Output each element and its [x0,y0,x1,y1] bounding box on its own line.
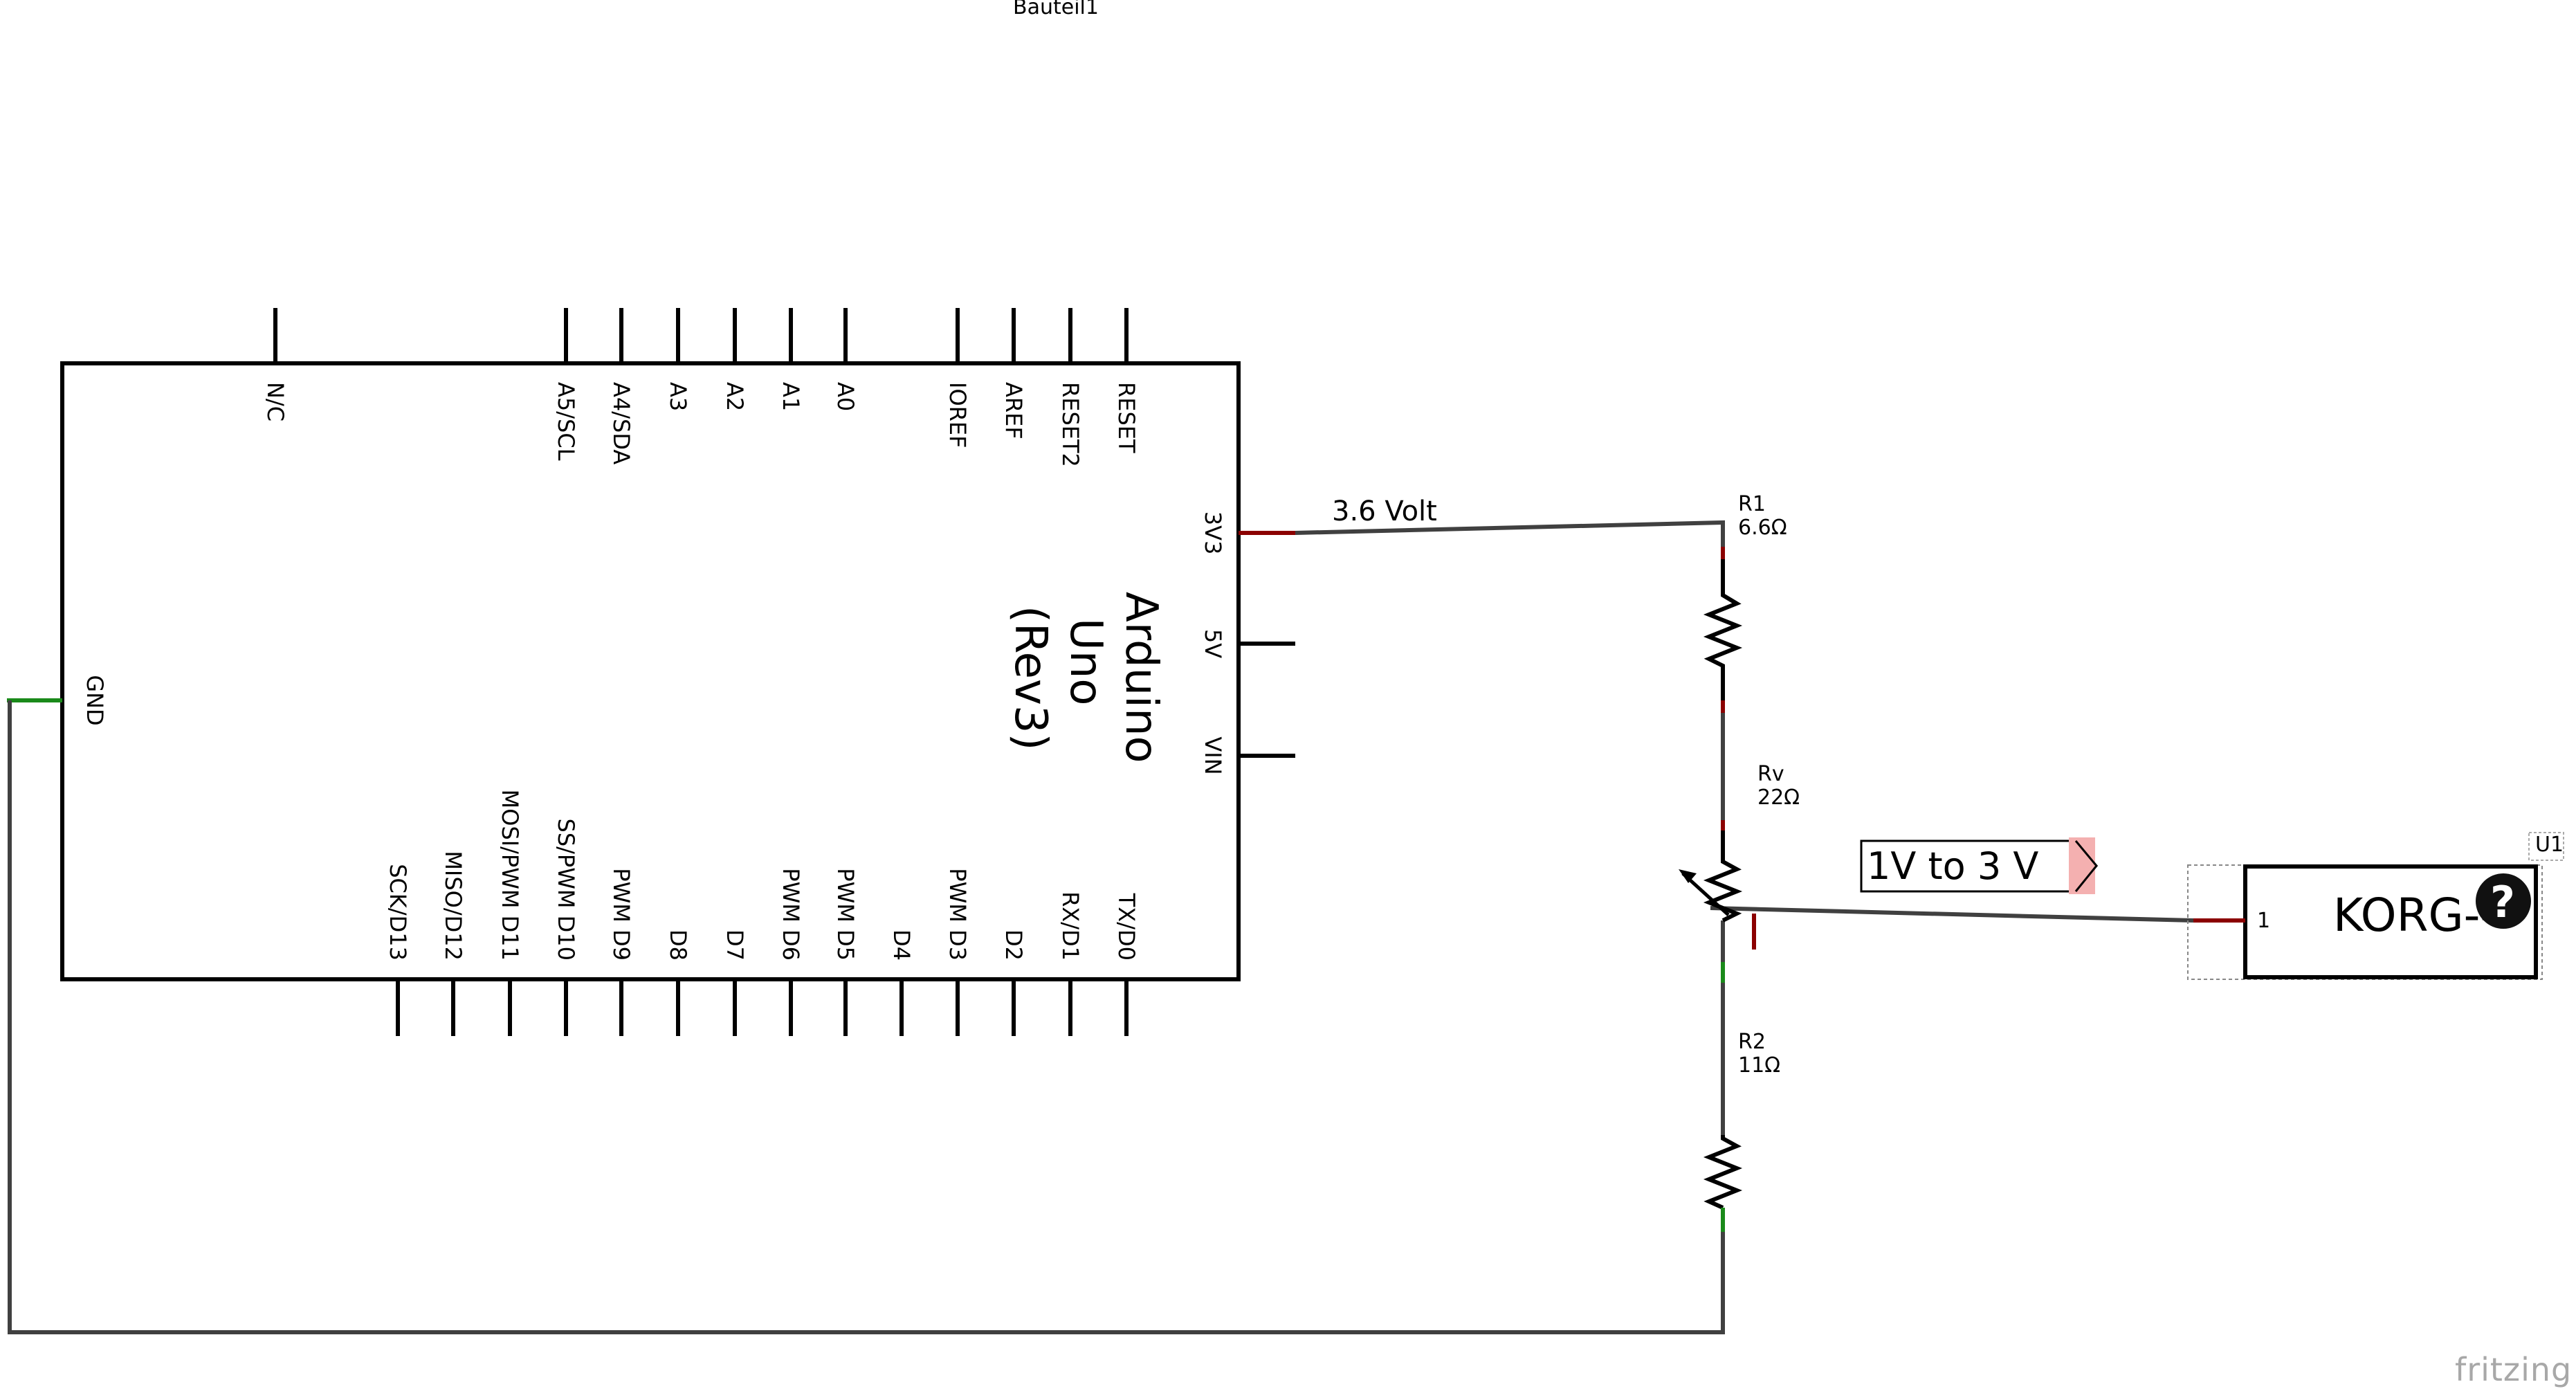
top-pin-label: AREF [1001,382,1027,439]
top-pin-label: RESET2 [1057,382,1084,467]
power-pins: 3V3 5V VIN [1200,511,1295,775]
u1-ref: U1 [2535,833,2564,857]
top-pin-label: A5/SCL [553,382,579,461]
question-mark-glyph: ? [2490,877,2515,927]
top-header-pins: N/C A5/SCL A4/SDA A3 A2 A1 A0 IOREF AREF RESET2 RE… [262,308,1140,467]
potentiometer-symbol [1703,820,1743,923]
net-label-output[interactable]: 1V to 3 V [1860,837,2098,894]
bottom-pin-label: SS/PWM D10 [553,819,579,961]
u1-label: KORG-- [2333,889,2496,942]
top-pin-label: IOREF [944,382,971,448]
net-label-highlight [2069,837,2095,894]
net-label-supply: 3.6 Volt [1332,496,1437,527]
board-name-line-1: Arduino [1115,592,1167,763]
bottom-pin-label: PWM D5 [832,868,859,961]
board-name-line-3: (Rev3) [1005,606,1056,751]
net-label-output-text: 1V to 3 V [1867,844,2038,888]
fritzing-logo: fritzing [2455,1351,2572,1388]
power-pin-label: 3V3 [1200,511,1226,555]
resistor-r2[interactable]: R2 11Ω [1703,962,1780,1232]
bottom-pin-label: TX/D0 [1113,893,1140,961]
top-pin-label: N/C [262,382,289,421]
top-pin-label: A2 [722,382,748,411]
resistor-r1[interactable]: R1 6.6Ω [1703,492,1787,713]
top-pin-label: A1 [778,382,804,411]
top-pin-label: RESET [1113,382,1140,453]
board-outline [60,361,1241,981]
bottom-pin-label: RX/D1 [1057,891,1084,961]
potentiometer-rv[interactable]: Rv 22Ω [1679,762,1800,950]
component-u1[interactable]: 1 KORG-- ? U1 [2187,832,2564,980]
wires [8,520,2194,1334]
bottom-pin-label: SCK/D13 [385,864,411,961]
r1-ref: R1 [1738,492,1766,516]
wire-3v3-to-r1[interactable] [1295,520,1725,547]
bottom-pin-label: MISO/D12 [440,851,466,961]
r2-ref: R2 [1738,1030,1766,1054]
top-pin-label: A0 [832,382,859,411]
wire-gnd-return[interactable] [8,700,1725,1334]
u1-pin-number: 1 [2257,909,2270,933]
question-mark-icon [2476,873,2531,929]
bottom-pin-label: D2 [1001,929,1027,961]
arduino-uno-board[interactable]: N/C A5/SCL A4/SDA A3 A2 A1 A0 IOREF AREF RESET2 RE… [7,308,1295,1036]
net-label-arrow-icon [2074,840,2098,892]
r1-value: 6.6Ω [1738,516,1787,540]
ground-pins: GND [7,675,108,726]
resistor-r1-symbol [1703,547,1743,713]
top-pin-label: A4/SDA [608,382,634,464]
board-name: Arduino Uno (Rev3) [1005,592,1167,763]
gnd-pin-label: GND [82,675,108,725]
board-name-line-2: Uno [1060,618,1111,706]
resistor-r2-symbol [1703,1135,1743,1210]
schematic-title: Bauteil1 [1013,0,1099,19]
rv-ref: Rv [1757,762,1784,786]
potentiometer-arrow-icon [1679,869,1697,883]
power-pin-label: VIN [1200,736,1226,774]
u1-ref-outline [2528,832,2564,861]
bottom-pin-label: D8 [665,929,691,961]
bottom-pin-label: PWM D6 [778,868,804,961]
bottom-pin-label: D7 [722,929,748,961]
rv-value: 22Ω [1757,786,1800,810]
bottom-pin-label: D4 [888,929,915,961]
bottom-pin-label: MOSI/PWM D11 [497,790,523,961]
power-pin-label: 5V [1200,629,1226,658]
wire-wiper-to-korg[interactable] [1710,906,2194,923]
bottom-pin-label: PWM D3 [944,868,971,961]
top-pin-label: A3 [665,382,691,411]
bottom-pin-label: PWM D9 [608,868,634,961]
bottom-header-pins: SCK/D13 MISO/D12 MOSI/PWM D11 SS/PWM D10 PWM… [385,790,1140,1036]
r2-value: 11Ω [1738,1053,1780,1078]
